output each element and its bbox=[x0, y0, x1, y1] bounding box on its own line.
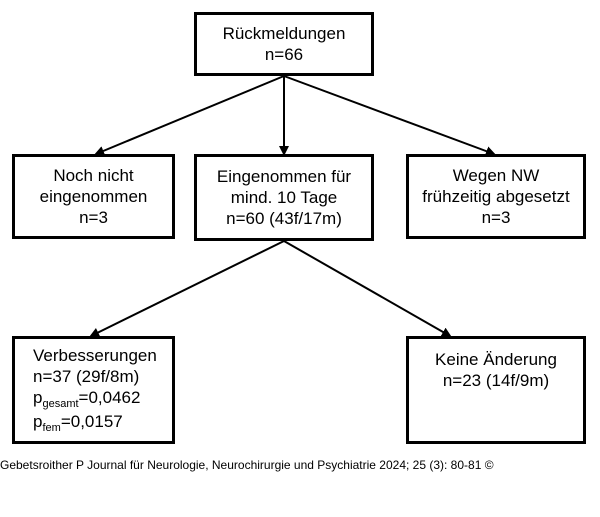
p-fem-value: =0,0157 bbox=[60, 412, 123, 431]
p-fem-symbol: p bbox=[33, 412, 43, 431]
arrow-root-to-left bbox=[94, 75, 285, 156]
p-fem-subscript: fem bbox=[42, 422, 61, 434]
root-title: Rückmeldungen bbox=[222, 24, 346, 43]
root-count: n=66 bbox=[264, 45, 304, 64]
improvements-count: n=37 (29f/8m) bbox=[33, 367, 140, 386]
no-change-count: n=23 (14f/9m) bbox=[442, 371, 550, 390]
arrow-middle-to-improved bbox=[89, 240, 285, 337]
node-stopped-count: n=3 bbox=[481, 208, 511, 227]
source-caption: Gebetsroither P Journal für Neurologie, … bbox=[0, 458, 494, 472]
root-node: Rückmeldungen n=66 bbox=[194, 12, 374, 76]
p-total-symbol: p bbox=[33, 388, 43, 407]
node-taken-line2: mind. 10 Tage bbox=[230, 188, 338, 207]
p-total-value: =0,0462 bbox=[78, 388, 141, 407]
no-change-title: Keine Änderung bbox=[435, 350, 557, 369]
arrow-middle-to-nochange bbox=[283, 240, 452, 337]
arrow-root-to-right bbox=[283, 75, 496, 156]
improvements-title: Verbesserungen bbox=[33, 346, 157, 365]
p-total-subscript: gesamt bbox=[42, 398, 79, 410]
node-not-taken-line2: eingenommen bbox=[39, 187, 148, 206]
p-value-total: pgesamt=0,0462 bbox=[33, 387, 140, 411]
node-taken-line1: Eingenommen für bbox=[216, 167, 352, 186]
p-value-female: pfem=0,0157 bbox=[33, 411, 123, 435]
node-improvements: Verbesserungen n=37 (29f/8m) pgesamt=0,0… bbox=[12, 336, 175, 444]
node-not-taken: Noch nicht eingenommen n=3 bbox=[12, 154, 175, 239]
node-no-change: Keine Änderung n=23 (14f/9m) bbox=[406, 336, 586, 444]
node-stopped-line1: Wegen NW bbox=[452, 166, 540, 185]
node-taken-count: n=60 (43f/17m) bbox=[226, 209, 342, 228]
node-stopped-line2: frühzeitig abgesetzt bbox=[422, 187, 570, 206]
node-not-taken-count: n=3 bbox=[79, 208, 108, 227]
node-not-taken-line1: Noch nicht bbox=[53, 166, 134, 185]
node-taken-10-days: Eingenommen für mind. 10 Tage n=60 (43f/… bbox=[194, 154, 374, 241]
node-stopped-early: Wegen NW frühzeitig abgesetzt n=3 bbox=[406, 154, 586, 239]
